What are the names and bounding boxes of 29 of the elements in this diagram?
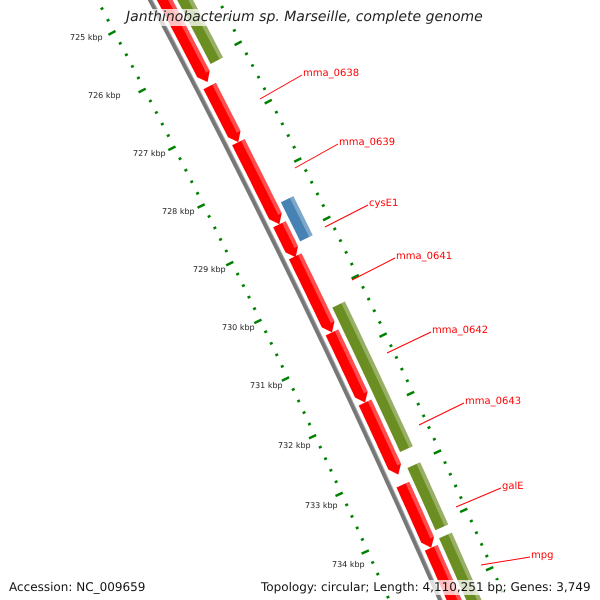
tick-label: 726 kbp — [88, 91, 121, 101]
tick-label: 727 kbp — [133, 149, 166, 159]
tick-label: 732 kbp — [278, 441, 311, 451]
tick-label: 728 kbp — [162, 207, 195, 217]
leader-line — [386, 332, 432, 354]
leader-line — [418, 402, 464, 426]
tick-label: 725 kbp — [70, 33, 103, 43]
leader-line — [456, 488, 502, 508]
tick-label: 733 kbp — [305, 501, 338, 511]
tick-label: 734 kbp — [332, 560, 365, 570]
accession-text: Accession: NC_009659 — [9, 580, 146, 595]
tick-label: 729 kbp — [193, 265, 226, 275]
leader-line — [294, 144, 338, 168]
gene-label: mma_0638 — [303, 68, 360, 80]
gene-label: galE — [502, 481, 524, 493]
gene-label: mma_0642 — [432, 325, 488, 337]
leader-line — [260, 74, 302, 100]
gene-label: mma_0643 — [465, 396, 522, 408]
gene-label: mma_0641 — [396, 251, 452, 263]
leader-line — [480, 556, 530, 566]
leader-line — [352, 258, 396, 280]
tick-label: 730 kbp — [222, 323, 255, 333]
gene-label: mma_0639 — [339, 137, 396, 149]
genome-stats-text: Topology: circular; Length: 4,110,251 bp; Genes: 3,749 — [261, 580, 591, 595]
leader-line — [324, 204, 368, 228]
tick-label: 731 kbp — [250, 381, 283, 391]
gene-label: mpg — [531, 550, 554, 562]
gene-label: cysE1 — [369, 198, 398, 210]
map-title: Janthinobacterium sp. Marseille, complete genome — [124, 9, 485, 26]
